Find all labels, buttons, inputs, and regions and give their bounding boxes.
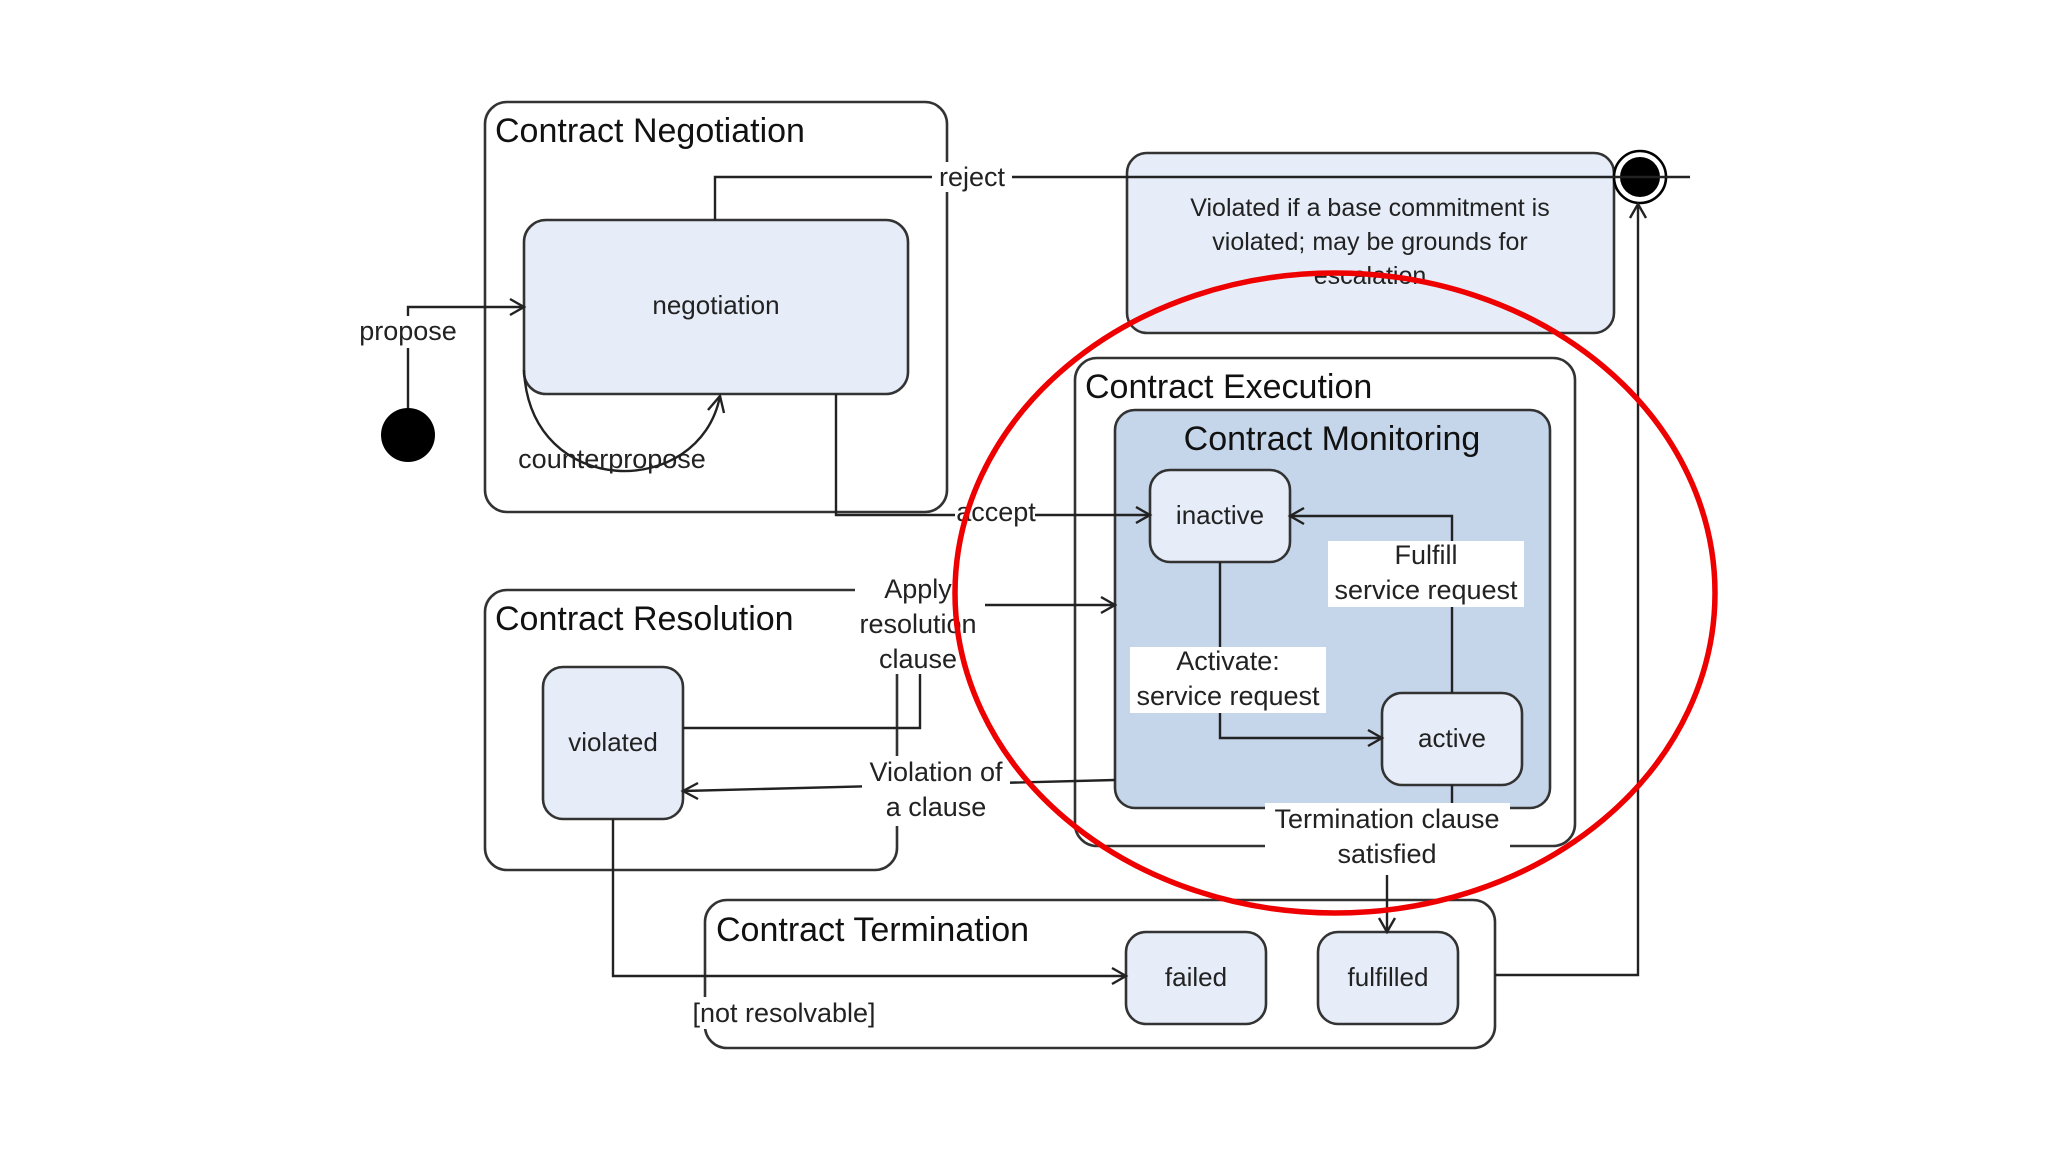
- contract-resolution-title: Contract Resolution: [495, 600, 794, 638]
- violation-arrowhead: [680, 781, 699, 801]
- fulfilled-state-label: fulfilled: [1348, 962, 1429, 992]
- not-resolvable-transition-line: [611, 819, 1126, 978]
- violation-note: [1125, 151, 1616, 335]
- active-state-label: active: [1418, 723, 1486, 753]
- not-resolvable-label: [not resolvable]: [692, 998, 875, 1028]
- activate-arrowhead: [1367, 728, 1385, 748]
- reject-label-bg: [932, 162, 1012, 192]
- fulfill-transition-line: [1290, 514, 1454, 693]
- not-resolvable-arrowhead: [1111, 966, 1129, 986]
- termination-arrowhead: [1377, 917, 1397, 935]
- apply-resolution-label-line3: clause: [879, 644, 957, 674]
- fulfill-label-bg: [1328, 541, 1524, 607]
- propose-arrowhead: [509, 297, 527, 317]
- counterpropose-label: counterpropose: [518, 444, 706, 474]
- not-resolvable-label-bg: [684, 997, 884, 1029]
- accept-transition-line: [834, 394, 1150, 517]
- inactive-state-label: inactive: [1176, 500, 1264, 530]
- note-text-line1: Violated if a base commitment is: [1190, 194, 1549, 222]
- fulfilled-to-final-transition-line: [1495, 204, 1640, 977]
- initial-state-dot: [381, 408, 435, 462]
- failed-state[interactable]: [1124, 930, 1268, 1026]
- propose-label: propose: [359, 316, 457, 346]
- contract-monitoring-title: Contract Monitoring: [1184, 420, 1481, 458]
- activate-transition-line: [1218, 562, 1382, 740]
- fulfilled-to-final-arrowhead: [1628, 201, 1648, 219]
- activate-label-line2: service request: [1136, 681, 1320, 711]
- activate-label-bg: [1130, 647, 1326, 713]
- highlight-circle: [952, 270, 1718, 916]
- contract-negotiation-title: Contract Negotiation: [495, 112, 805, 150]
- failed-state-label: failed: [1165, 962, 1227, 992]
- termination-label-bg: [1265, 803, 1510, 875]
- counterpropose-transition-line: [522, 369, 722, 473]
- negotiation-state-label: negotiation: [652, 290, 779, 320]
- violation-label-bg: [862, 756, 1010, 826]
- apply-resolution-arrowhead: [1100, 595, 1118, 615]
- contract-termination-title: Contract Termination: [716, 911, 1029, 949]
- apply-resolution-label-line1: Apply: [884, 574, 952, 604]
- propose-transition-line: [406, 305, 524, 408]
- contract-execution-title: Contract Execution: [1085, 368, 1372, 406]
- fulfill-label-line1: Fulfill: [1394, 540, 1457, 570]
- counterpropose-arrowhead: [707, 393, 726, 414]
- activate-label-line1: Activate:: [1176, 646, 1280, 676]
- violation-label-line1: Violation of: [869, 757, 1003, 787]
- violation-label-line2: a clause: [886, 792, 987, 822]
- propose-label-bg: [355, 316, 461, 348]
- accept-arrowhead: [1135, 505, 1153, 525]
- termination-label-line1: Termination clause: [1274, 804, 1499, 834]
- reject-label: reject: [939, 162, 1006, 192]
- reject-transition-line: [713, 175, 1690, 220]
- note-text-line2: violated; may be grounds for: [1212, 228, 1527, 256]
- violated-state-label: violated: [568, 727, 658, 757]
- termination-label-line2: satisfied: [1337, 839, 1436, 869]
- fulfill-label-line2: service request: [1334, 575, 1518, 605]
- fulfill-arrowhead: [1287, 506, 1305, 526]
